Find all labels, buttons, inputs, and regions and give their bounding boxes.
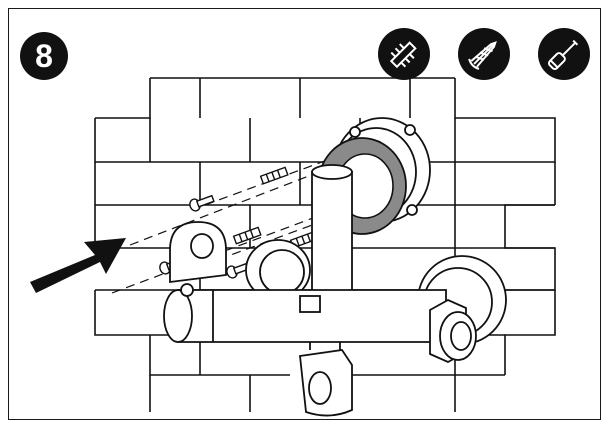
outlet-nut xyxy=(429,298,477,364)
mixer-body xyxy=(163,283,447,343)
panel-frame xyxy=(8,8,601,420)
insert-arrow xyxy=(30,238,126,293)
screwdriver-icon xyxy=(538,28,590,80)
step-number-badge: 8 xyxy=(20,32,68,80)
step-number: 8 xyxy=(35,37,53,74)
wall-plug-icon xyxy=(378,28,430,80)
lower-handle xyxy=(299,342,353,417)
screw-icon xyxy=(458,28,510,80)
mounting-bracket xyxy=(169,221,227,284)
wall-plugs xyxy=(232,166,319,249)
